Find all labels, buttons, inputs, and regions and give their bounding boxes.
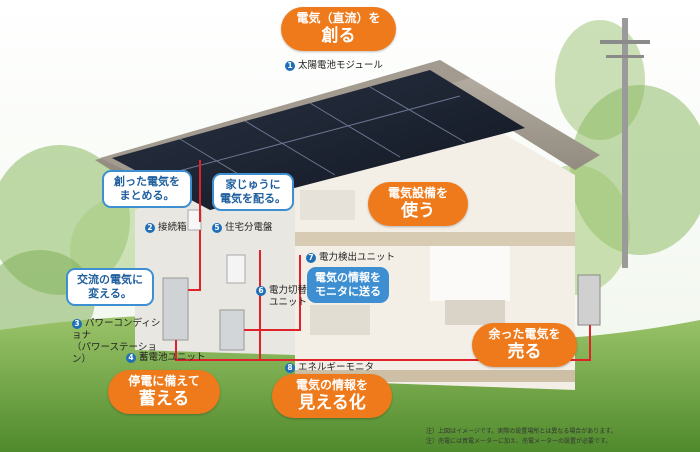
bubble-create: 電気（直流）を 創る — [281, 7, 396, 51]
power-conditioner — [162, 277, 189, 341]
footnote-1: 注）上図はイメージです。実際の設置場所とは異なる場合があります。 — [426, 428, 617, 435]
bubble-sell: 余った電気を 売る — [472, 323, 577, 367]
callout-distribute: 家じゅうに 電気を配る。 — [212, 173, 294, 211]
sofa — [310, 305, 370, 335]
meter-box — [577, 274, 601, 326]
bubble-visualize: 電気の情報を 見える化 — [272, 374, 392, 418]
distribution-panel — [226, 254, 246, 284]
table — [445, 300, 505, 325]
battery-unit — [219, 309, 245, 351]
callout-convert: 交流の電気に 変える。 — [66, 268, 154, 306]
bubble-use: 電気設備を 使う — [368, 182, 468, 226]
footnote-2: 注）売電には買電メーターに加え、売電メーターの設置が必要です。 — [426, 438, 612, 445]
bubble-store: 停電に備えて 蓄える — [108, 370, 220, 414]
utility-pole — [600, 18, 650, 268]
callout-collect: 創った電気を まとめる。 — [102, 170, 192, 208]
window — [430, 246, 510, 301]
power-wiring — [175, 160, 591, 361]
floor-slab — [295, 232, 575, 246]
bed — [300, 190, 355, 220]
callout-send-info: 電気の情報を モニタに送る — [307, 267, 389, 303]
